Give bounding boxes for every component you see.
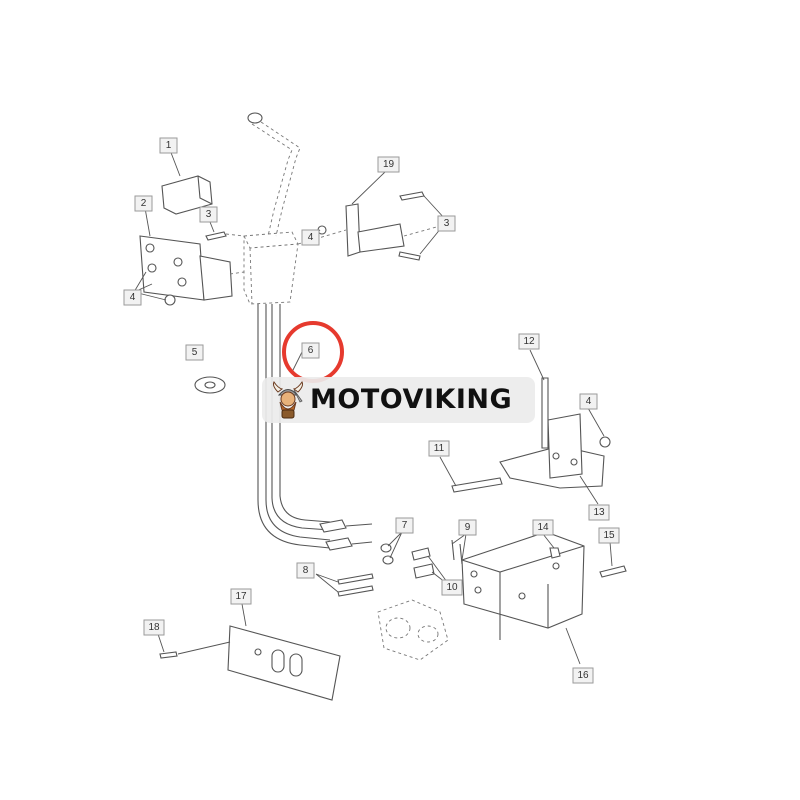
svg-text:16: 16	[577, 670, 589, 681]
svg-text:19: 19	[383, 159, 395, 170]
callout-tag: 7	[395, 517, 414, 534]
svg-text:9: 9	[465, 522, 471, 533]
valve-assembly	[377, 599, 449, 661]
callout-tag: 4	[579, 393, 598, 410]
svg-text:10: 10	[446, 582, 458, 593]
screw-part-3-left	[205, 231, 227, 241]
nut-part-4-right	[599, 436, 611, 448]
svg-text:18: 18	[148, 622, 160, 633]
control-box-part-16	[461, 531, 585, 640]
callout-tag: 4	[301, 229, 320, 246]
cover-plate-part-17	[227, 625, 341, 701]
svg-text:3: 3	[444, 218, 450, 229]
callout-tag: 1	[159, 137, 178, 154]
callout-tag: 9	[458, 519, 477, 536]
svg-text:7: 7	[402, 520, 408, 531]
callout-tag: 2	[134, 195, 153, 212]
control-cables	[257, 304, 373, 551]
svg-text:11: 11	[434, 443, 445, 454]
svg-text:4: 4	[586, 396, 592, 407]
callout-tag: 13	[588, 504, 610, 521]
mounting-plate-part-2	[139, 235, 245, 306]
callout-tag: 10	[441, 579, 463, 596]
screw-part-15	[599, 565, 627, 578]
svg-text:4: 4	[308, 232, 314, 243]
callout-tag: 3	[437, 215, 456, 232]
callout-tag: 5	[185, 344, 204, 361]
callout-tag: 18	[143, 619, 165, 636]
callout-tag: 19	[377, 156, 400, 173]
exploded-parts-drawing	[139, 112, 627, 701]
svg-text:13: 13	[593, 507, 605, 518]
callout-tag: 6	[301, 342, 320, 359]
lever-housing	[243, 231, 299, 305]
screw-part-11	[451, 477, 503, 493]
control-lever	[247, 112, 301, 237]
callout-tag: 3	[199, 206, 218, 223]
brand-wordmark: MOTOVIKING	[310, 384, 513, 415]
screw-part-12	[541, 377, 549, 449]
callout-tag: 12	[518, 333, 540, 350]
callout-tag: 15	[598, 527, 620, 544]
svg-text:2: 2	[141, 198, 147, 209]
nut-part-14	[549, 547, 561, 559]
bracket-part-13	[499, 413, 605, 489]
svg-text:12: 12	[523, 336, 535, 347]
svg-text:4: 4	[130, 292, 136, 303]
screw-part-3-right-upper	[399, 191, 425, 201]
svg-text:8: 8	[303, 565, 309, 576]
svg-text:17: 17	[235, 591, 247, 602]
svg-text:1: 1	[166, 140, 172, 151]
screw-part-18	[159, 651, 178, 659]
callout-tag: 14	[532, 519, 554, 536]
bracket-part-19	[297, 203, 441, 257]
svg-text:3: 3	[206, 209, 212, 220]
svg-text:5: 5	[192, 347, 198, 358]
callout-tag: 16	[572, 667, 594, 684]
grommet-part-5	[194, 376, 226, 394]
svg-text:15: 15	[603, 530, 615, 541]
viking-mascot-icon	[273, 381, 303, 419]
callout-tag: 17	[230, 588, 252, 605]
screw-part-3-right-lower	[398, 251, 421, 261]
callout-tag: 11	[428, 440, 450, 457]
fasteners-parts-7-8-9-10	[337, 539, 463, 597]
callout-tag: 4	[123, 289, 142, 306]
svg-text:6: 6	[308, 345, 314, 356]
svg-text:14: 14	[537, 522, 549, 533]
callout-tag: 8	[296, 562, 315, 579]
brand-watermark: MOTOVIKING	[262, 377, 535, 423]
